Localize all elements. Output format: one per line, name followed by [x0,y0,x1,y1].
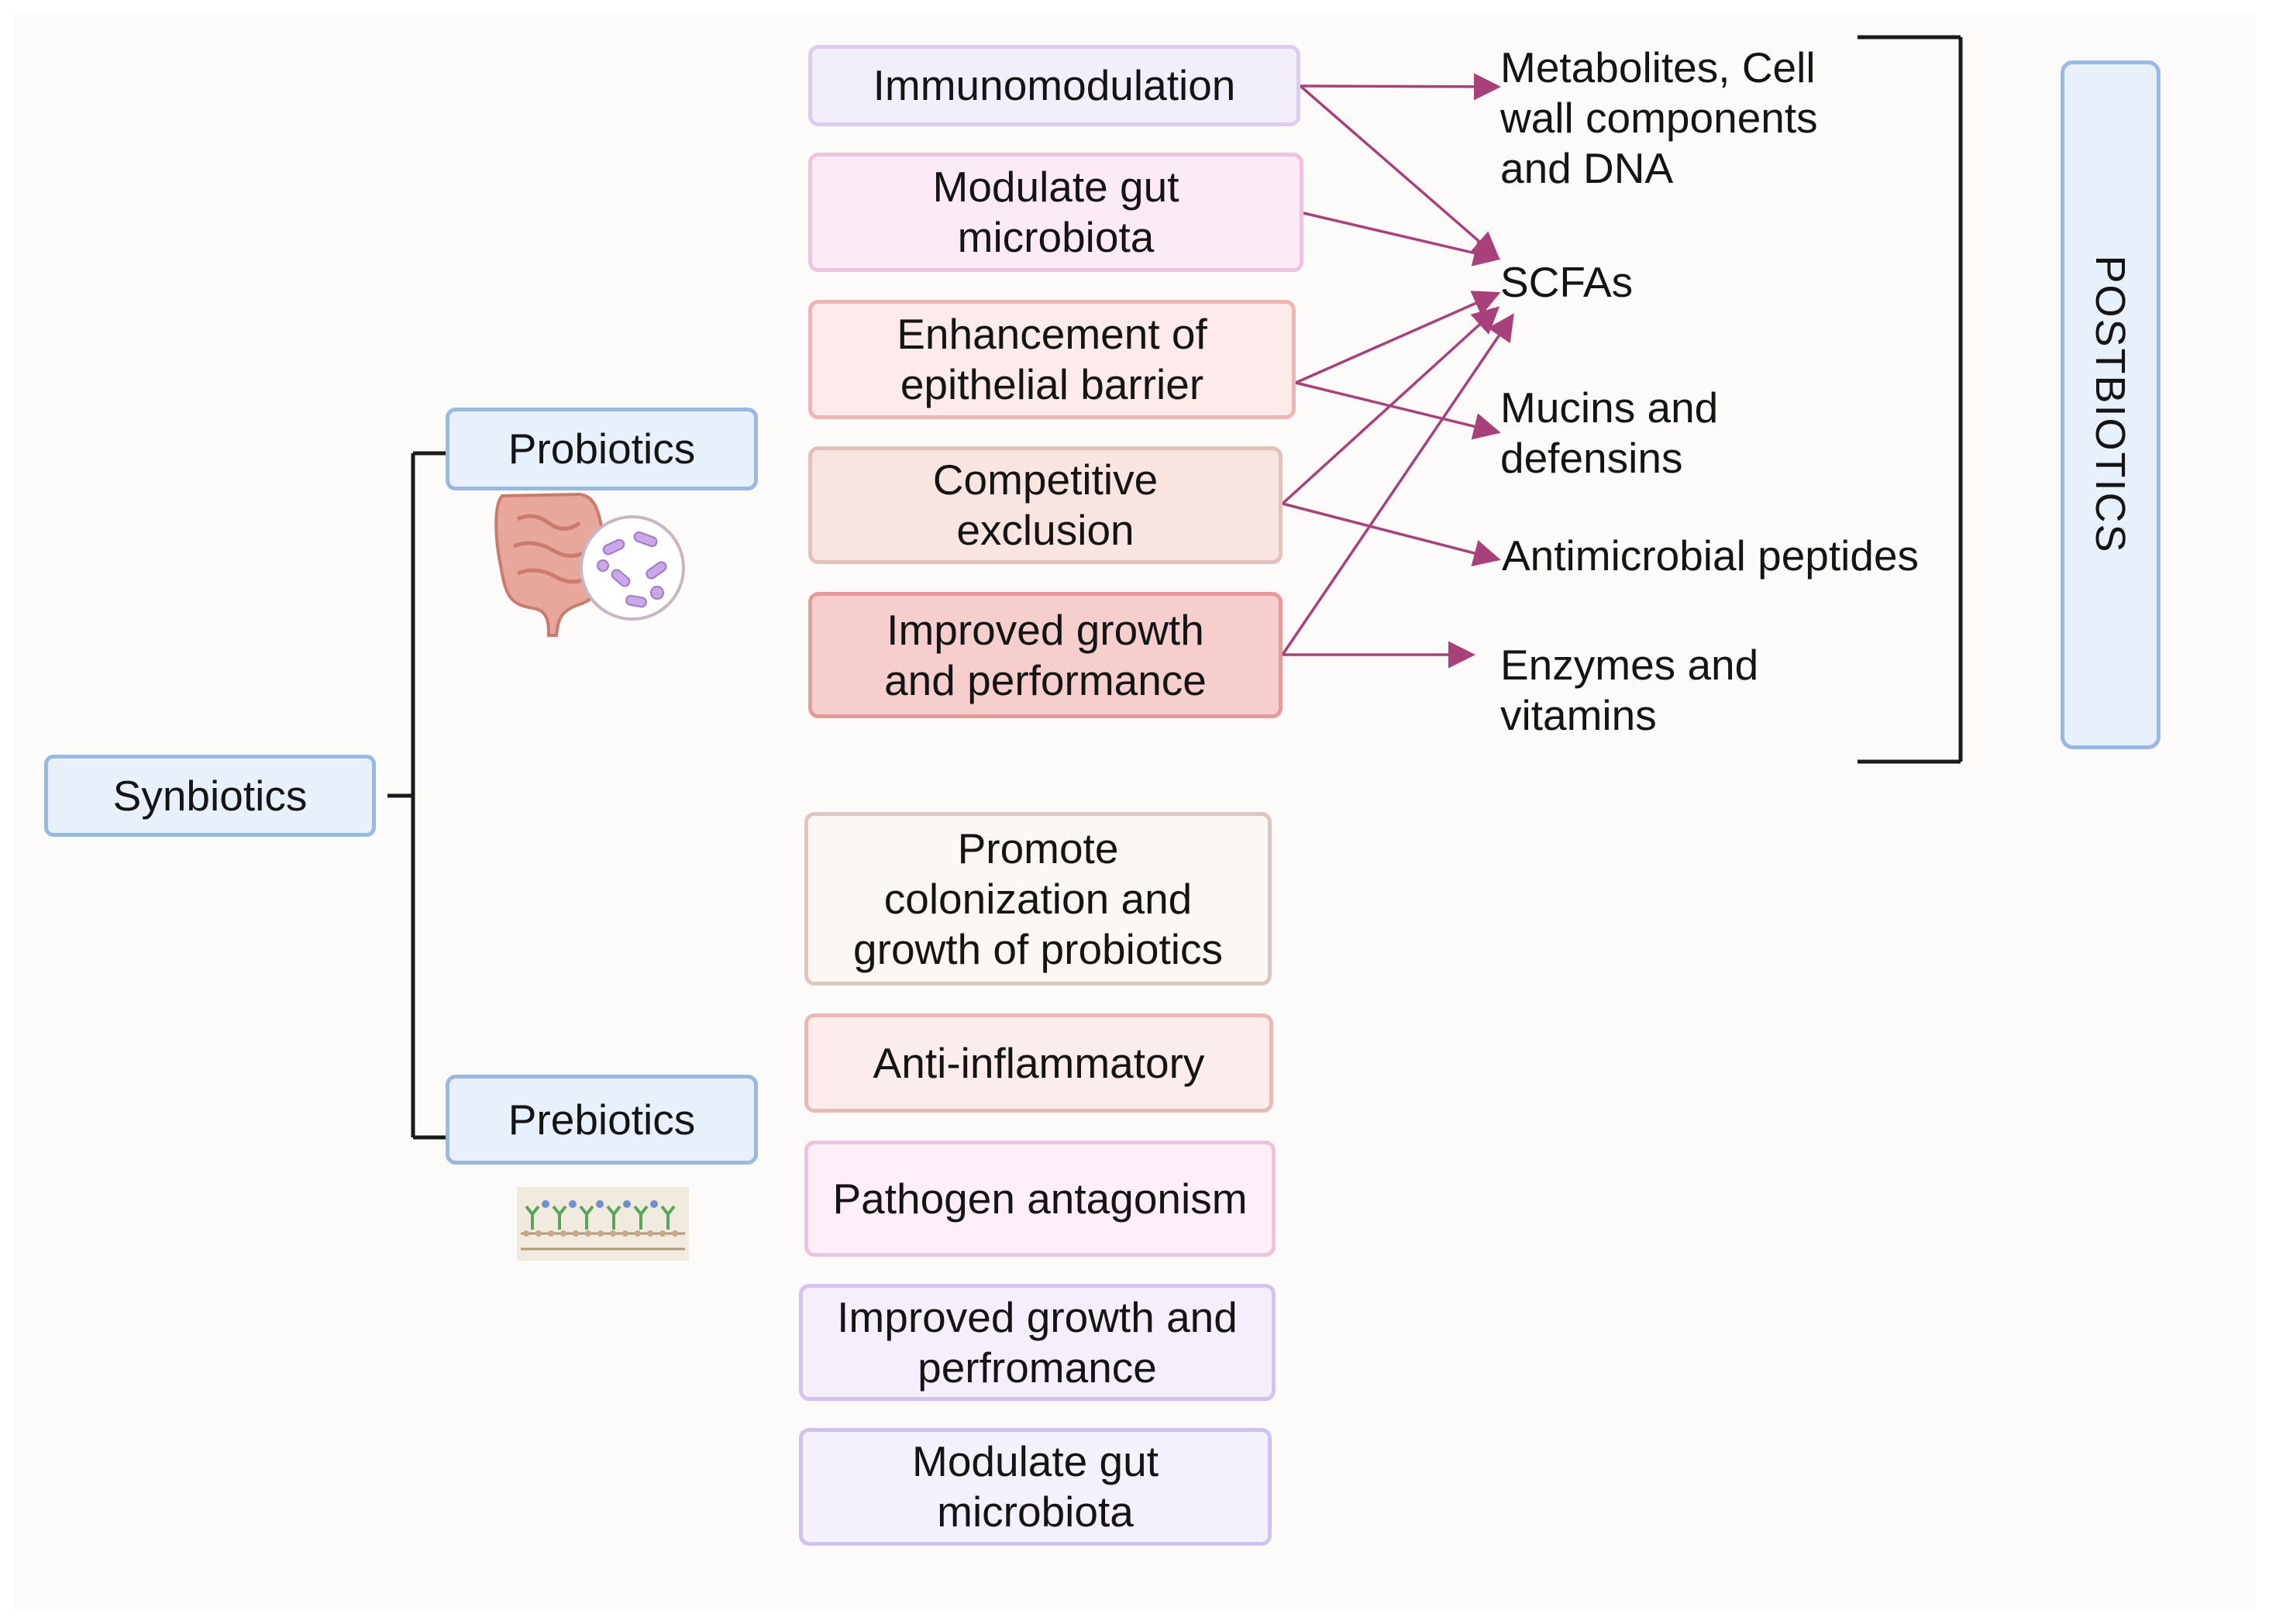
arrow-competitive-scfas [1281,306,1500,505]
arrow-modulate-scfas [1303,212,1501,267]
probiotic-effect-competitive-exclusion: Competitive exclusion [808,446,1283,564]
prebiotic-effect-anti-inflammatory: Anti-inflammatory [804,1013,1273,1113]
postbiotic-enzymes-vitamins: Enzymes and vitamins [1500,641,1759,739]
postbiotic-scfas: SCFAs [1500,258,1634,306]
probiotic-effect-epithelial-barrier: Enhancement of epithelial barrier [808,300,1296,419]
arrow-enhancement-scfas [1295,291,1501,384]
tree-bracket [387,451,446,1140]
membrane-icon [517,1187,689,1261]
probiotic-effect-modulate-gut-microbiota: Modulate gut microbiota [808,153,1303,272]
postbiotics-bracket [1858,35,1963,764]
arrow-immuno-metabolites [1300,73,1501,101]
postbiotic-antimicrobial-peptides: Antimicrobial peptides [1502,532,1920,580]
prebiotic-effect-promote-colonization: Promote colonization and growth of probi… [804,812,1272,986]
prebiotic-effect-modulate-gut-microbiota: Modulate gut microbiota [799,1428,1272,1546]
arrow-competitive-amp [1282,502,1501,566]
arrow-improved-scfas [1281,313,1514,655]
probiotic-effect-immunomodulation: Immunomodulation [808,45,1300,126]
postbiotics-box [2061,60,2161,749]
prebiotics-box: Prebiotics [446,1075,758,1165]
intestine-bacteria-icon [494,492,685,637]
postbiotics-label: POSTBIOTICS [2087,255,2133,554]
synbiotics-box: Synbiotics [44,755,376,837]
probiotics-box: Probiotics [446,408,758,490]
arrow-immuno-scfas [1299,84,1500,260]
prebiotic-effect-improved-growth: Improved growth and perfromance [799,1284,1276,1401]
prebiotic-effect-pathogen-antagonism: Pathogen antagonism [804,1141,1276,1257]
probiotic-effect-improved-growth: Improved growth and performance [808,592,1283,718]
postbiotic-metabolites: Metabolites, Cell wall components and DN… [1500,43,1818,192]
arrow-enhancement-mucins [1295,381,1501,440]
postbiotic-mucins-defensins: Mucins and defensins [1500,384,1719,482]
